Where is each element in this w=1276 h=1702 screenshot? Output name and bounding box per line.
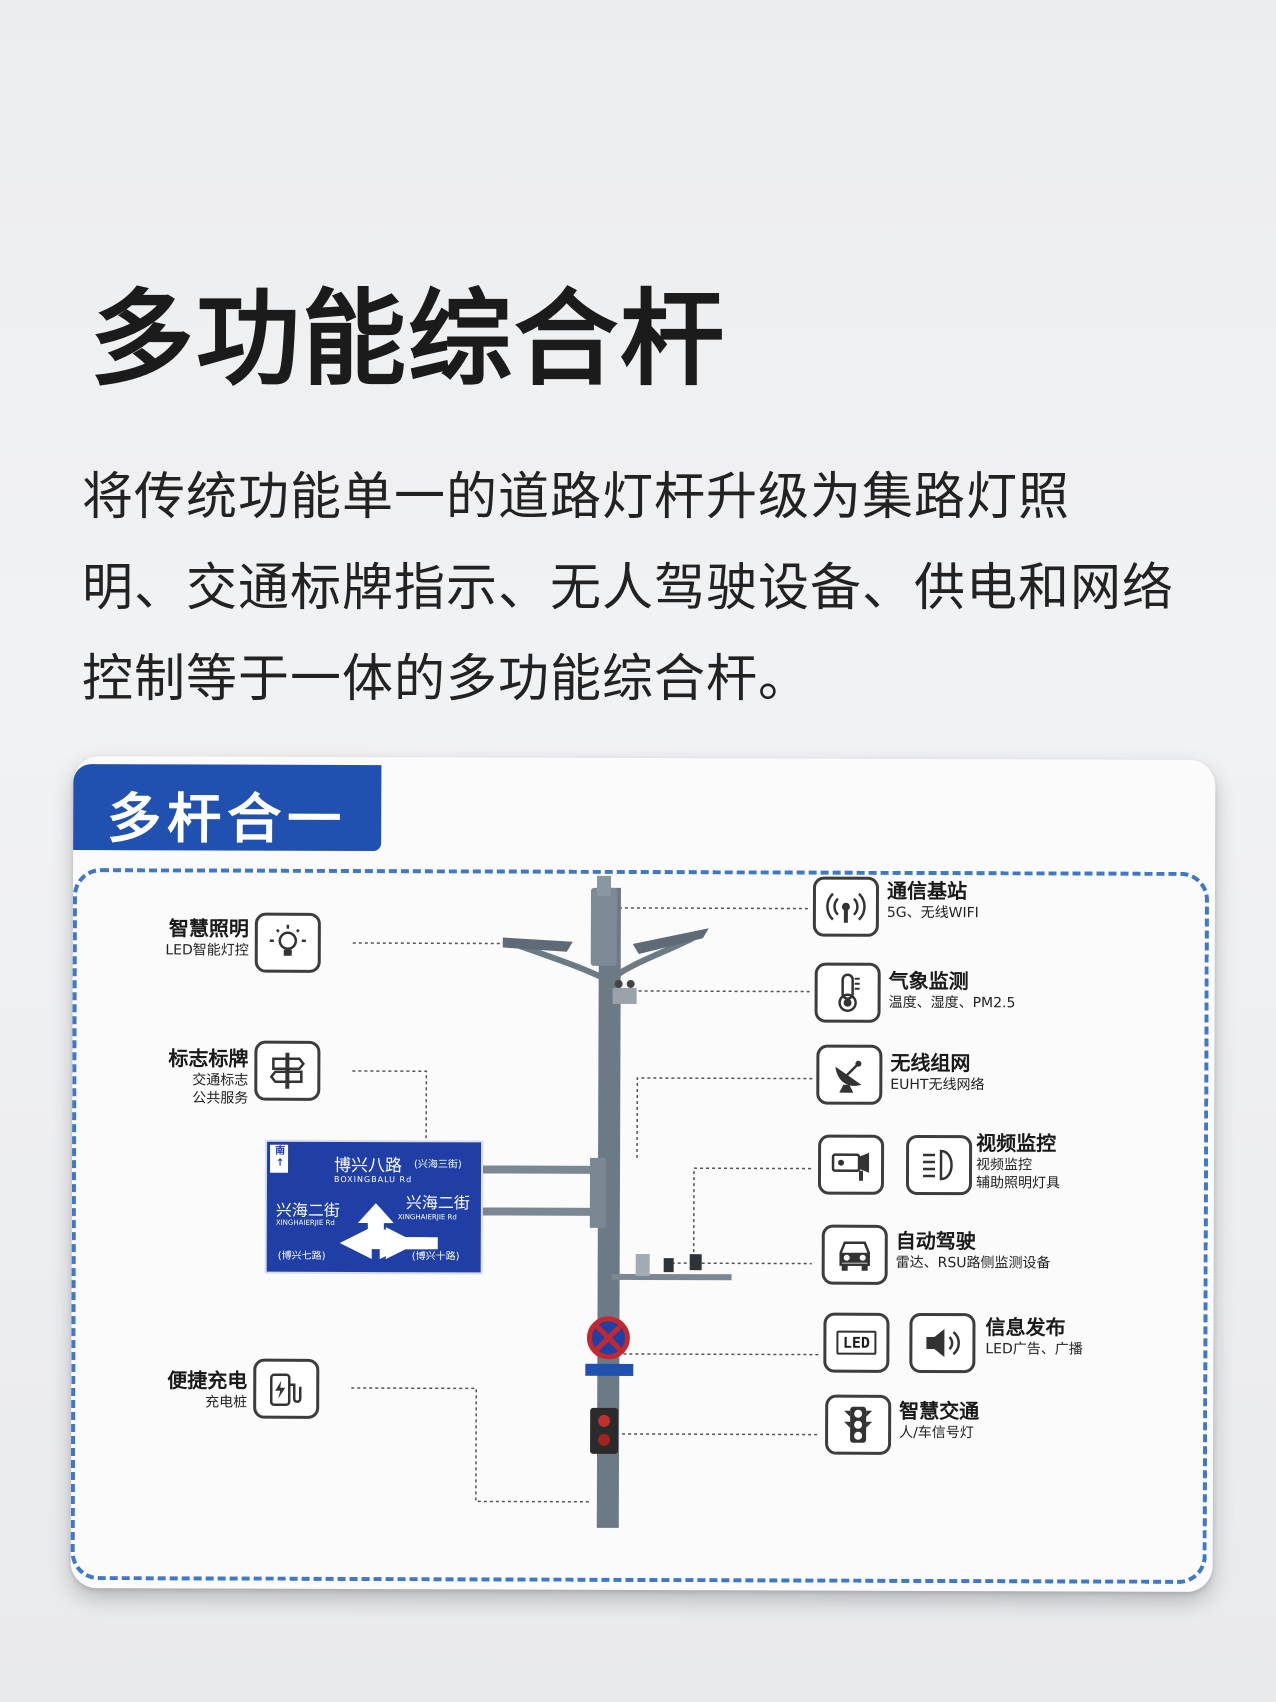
sign-top-alt: (兴海三街) bbox=[414, 1159, 462, 1171]
leader-line bbox=[351, 1387, 591, 1503]
lamp-head-right bbox=[632, 928, 709, 954]
pole-diagram bbox=[264, 875, 820, 1528]
sign-right-alt: (博兴十路) bbox=[411, 1251, 460, 1263]
sign-corner-char: 南 bbox=[275, 1145, 286, 1157]
leader-line bbox=[616, 1433, 820, 1436]
traffic-signal bbox=[590, 1407, 619, 1454]
sign-top-name: 博兴八路 bbox=[333, 1155, 403, 1177]
feature-sub: LED智能灯控 bbox=[165, 942, 249, 959]
speaker-icon bbox=[909, 1312, 976, 1374]
description-line: 明、交通标牌指示、无人驾驶设备、供电和网络 bbox=[82, 559, 1175, 618]
feature-title: 无线组网 bbox=[890, 1050, 971, 1076]
sign-left-name: 兴海二街 bbox=[275, 1200, 340, 1220]
feature-autonomous-driving: 自动驾驶 雷达、RSU路侧监测设备 bbox=[896, 1229, 1051, 1273]
feature-sub: 视频监控 bbox=[976, 1157, 1033, 1174]
sign-right-name: 兴海二街 bbox=[405, 1193, 470, 1213]
camera-icon bbox=[817, 1134, 885, 1195]
leader-line bbox=[636, 1077, 815, 1158]
feature-title: 自动驾驶 bbox=[895, 1228, 976, 1254]
sign-corner bbox=[270, 1144, 289, 1173]
feature-title: 信息发布 bbox=[985, 1315, 1066, 1340]
description-line: 将传统功能单一的道路灯杆升级为集路灯照 bbox=[82, 468, 1071, 527]
sign-corner-arrow: ↑ bbox=[275, 1157, 285, 1169]
leader-line bbox=[612, 907, 811, 910]
feature-title: 气象监测 bbox=[888, 968, 969, 994]
leader-line bbox=[692, 1167, 815, 1259]
feature-signage: 标志标牌 交通标志 公共服务 bbox=[112, 1046, 248, 1107]
feature-smart-lighting: 智慧照明 LED智能灯控 bbox=[113, 916, 249, 959]
weather-sensor bbox=[612, 987, 637, 1004]
page-title: 多功能综合杆 bbox=[90, 278, 727, 400]
feature-video-monitoring: 视频监控 视频监控 辅助照明灯具 bbox=[976, 1131, 1060, 1192]
feature-sub: LED广告、广播 bbox=[985, 1341, 1083, 1358]
leader-line bbox=[602, 990, 813, 993]
satellite-dish-icon bbox=[816, 1044, 883, 1105]
feature-sub: 交通标志 bbox=[192, 1072, 249, 1089]
feature-smart-traffic: 智慧交通 人/车信号灯 bbox=[899, 1399, 979, 1442]
feature-sub: 雷达、RSU路侧监测设备 bbox=[895, 1254, 1051, 1272]
pole-top bbox=[596, 875, 612, 896]
leader-line bbox=[352, 942, 545, 945]
led-icon: LED bbox=[823, 1312, 890, 1373]
thermometer-icon bbox=[814, 962, 881, 1023]
small-plate bbox=[585, 1363, 634, 1376]
sign-arm bbox=[481, 1207, 600, 1216]
charging-icon bbox=[253, 1358, 320, 1419]
feature-title: 智慧照明 bbox=[168, 916, 249, 941]
feature-title: 便捷充电 bbox=[167, 1368, 248, 1393]
rsu-box bbox=[689, 1254, 702, 1271]
feature-sub: 温度、湿度、PM2.5 bbox=[888, 994, 1016, 1012]
signpost-icon bbox=[254, 1040, 321, 1101]
equipment-arm bbox=[611, 1273, 732, 1281]
bulb-icon bbox=[254, 912, 321, 973]
sign-left-alt: (博兴七路) bbox=[277, 1250, 326, 1262]
leader-line bbox=[352, 1070, 428, 1142]
sign-arm bbox=[482, 1165, 601, 1174]
led-label: LED bbox=[836, 1330, 877, 1355]
feature-sub: 公共服务 bbox=[192, 1090, 249, 1107]
feature-base-station: 通信基站 5G、无线WIFI bbox=[887, 879, 979, 922]
feature-information-release: 信息发布 LED广告、广播 bbox=[985, 1315, 1083, 1358]
antenna-module bbox=[590, 887, 617, 966]
leader-line bbox=[611, 1353, 820, 1356]
feature-title: 通信基站 bbox=[886, 878, 968, 904]
sign-top-pinyin: BOXINGBALU Rd bbox=[333, 1174, 413, 1185]
sign-left-pinyin: XINGHAIERJIE Rd bbox=[275, 1218, 335, 1227]
arrow-up bbox=[357, 1203, 394, 1244]
feature-title: 视频监控 bbox=[976, 1131, 1057, 1156]
feature-wireless-network: 无线组网 EUHT无线网络 bbox=[890, 1051, 984, 1094]
camera-box bbox=[663, 1258, 674, 1273]
feature-sub: 人/车信号灯 bbox=[899, 1424, 974, 1442]
headlight-icon bbox=[905, 1134, 973, 1196]
feature-title: 智慧交通 bbox=[899, 1398, 980, 1424]
description: 将传统功能单一的道路灯杆升级为集路灯照 明、交通标牌指示、无人驾驶设备、供电和网… bbox=[82, 452, 1212, 725]
feature-sub: EUHT无线网络 bbox=[890, 1076, 985, 1094]
feature-title: 标志标牌 bbox=[168, 1046, 249, 1071]
description-line: 控制等于一体的多功能综合杆。 bbox=[82, 650, 811, 709]
info-board: 多杆合一 bbox=[70, 756, 1216, 1592]
radar-box bbox=[635, 1253, 650, 1277]
feature-sub: 5G、无线WIFI bbox=[886, 904, 979, 922]
feature-charging: 便捷充电 充电桩 bbox=[111, 1368, 247, 1411]
car-icon bbox=[821, 1224, 888, 1285]
lamp-head-left bbox=[502, 937, 573, 952]
antenna-icon bbox=[812, 876, 880, 937]
sign-corner-text: 南 ↑ bbox=[272, 1146, 288, 1170]
feature-sub: 辅助照明灯具 bbox=[975, 1175, 1060, 1192]
feature-weather: 气象监测 温度、湿度、PM2.5 bbox=[889, 969, 1016, 1012]
feature-sub: 充电桩 bbox=[205, 1394, 248, 1411]
sign-right-pinyin: XINGHAIERJIE Rd bbox=[397, 1213, 457, 1222]
traffic-light-icon bbox=[825, 1394, 892, 1455]
